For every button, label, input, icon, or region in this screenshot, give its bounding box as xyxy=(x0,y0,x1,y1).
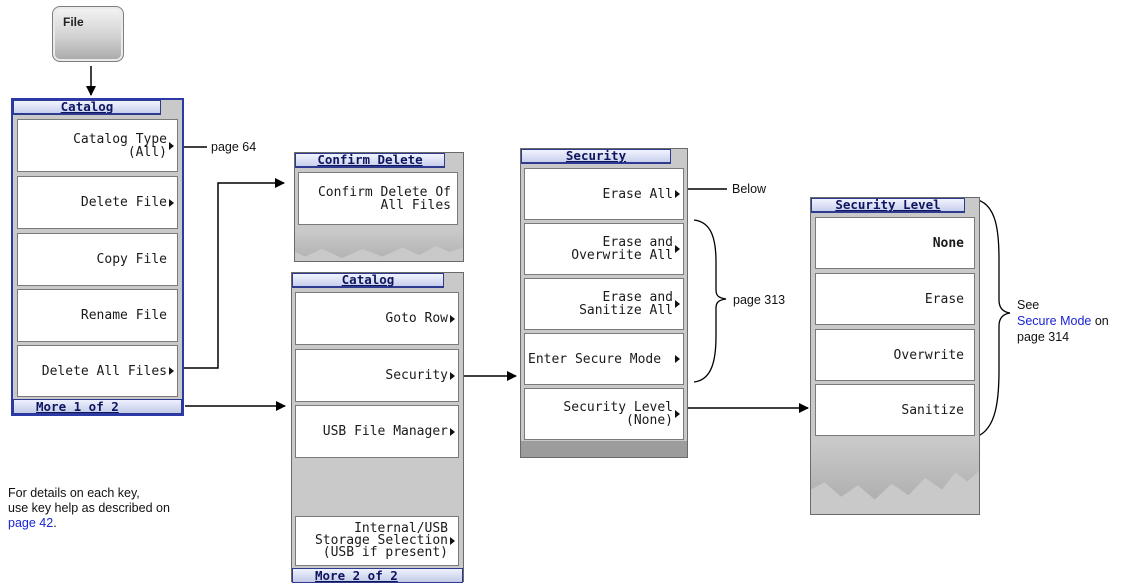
level-sanitize-softkey[interactable]: Sanitize xyxy=(815,384,975,436)
torn-edge-level xyxy=(811,442,979,500)
submenu-arrow-icon xyxy=(450,537,455,545)
submenu-arrow-icon xyxy=(675,300,680,308)
submenu-arrow-icon xyxy=(169,141,174,150)
delete-all-files-softkey[interactable]: Delete All Files xyxy=(17,345,178,397)
delete-file-label: Delete File xyxy=(80,195,167,210)
level-none-softkey[interactable]: None xyxy=(815,217,975,269)
enter-secure-mode-label: Enter Secure Mode xyxy=(528,351,662,367)
submenu-arrow-icon xyxy=(675,245,680,253)
erase-sanitize-all-label: Erase and Sanitize All xyxy=(579,290,673,318)
level-sanitize-label: Sanitize xyxy=(901,402,964,418)
submenu-arrow-icon xyxy=(675,190,680,198)
storage-selection-label: Internal/USB Storage Selection (USB if p… xyxy=(314,521,448,560)
footnote: For details on each key, use key help as… xyxy=(8,486,170,531)
security-level-menu: Security Level None Erase Overwrite Sani… xyxy=(810,197,980,515)
copy-file-label: Copy File xyxy=(96,252,167,267)
level-erase-label: Erase xyxy=(924,291,964,307)
footnote-line3: page 42. xyxy=(8,516,170,531)
delete-all-files-label: Delete All Files xyxy=(41,363,167,379)
catalog-type-softkey[interactable]: Catalog Type (All) xyxy=(17,119,178,172)
footnote-line2: use key help as described on xyxy=(8,501,170,515)
file-hardkey[interactable]: File xyxy=(52,6,124,62)
security-menu: Security Erase All Erase and Overwrite A… xyxy=(520,148,688,458)
delete-file-softkey[interactable]: Delete File xyxy=(17,176,178,229)
footnote-period: . xyxy=(53,516,57,530)
usb-file-manager-label: USB File Manager xyxy=(322,424,448,439)
torn-edge xyxy=(295,231,463,258)
secure-mode-link[interactable]: Secure Mode xyxy=(1017,314,1092,328)
level-none-label: None xyxy=(932,235,964,251)
submenu-arrow-icon xyxy=(675,410,680,418)
delete-all-to-confirm-arrow xyxy=(183,178,285,369)
erase-overwrite-all-softkey[interactable]: Erase and Overwrite All xyxy=(524,223,684,275)
page313-link[interactable]: page 313 xyxy=(733,293,786,307)
more-2-of-2-softkey[interactable]: More 2 of 2 xyxy=(292,568,463,583)
catalog-2-title: Catalog xyxy=(292,273,444,288)
security-level-softkey[interactable]: Security Level (None) xyxy=(524,388,684,440)
security-label: Security xyxy=(385,368,448,383)
rename-file-label: Rename File xyxy=(80,308,167,323)
secure-mode-ref: Secure Mode on xyxy=(1017,314,1109,328)
catalog-menu: Catalog Catalog Type (All) Delete File C… xyxy=(11,98,184,416)
catalog-type-label: Catalog Type (All) xyxy=(73,131,167,160)
on-text: on xyxy=(1091,314,1109,328)
submenu-arrow-icon xyxy=(675,355,680,363)
more-1-of-2-softkey[interactable]: More 1 of 2 xyxy=(13,399,182,414)
confirm-delete-menu: Confirm Delete Confirm Delete Of All Fil… xyxy=(294,152,464,262)
security-menu-title: Security xyxy=(521,149,671,164)
submenu-arrow-icon xyxy=(450,314,455,323)
page313-brace xyxy=(693,219,727,383)
submenu-arrow-icon xyxy=(450,371,455,380)
level-overwrite-label: Overwrite xyxy=(893,347,964,363)
confirm-delete-all-softkey[interactable]: Confirm Delete Of All Files xyxy=(298,172,458,225)
erase-all-label: Erase All xyxy=(602,186,673,202)
catalog-menu-title: Catalog xyxy=(13,100,161,115)
submenu-arrow-icon xyxy=(169,198,174,207)
file-key-label: File xyxy=(63,15,84,29)
copy-file-softkey[interactable]: Copy File xyxy=(17,233,178,286)
security-softkey[interactable]: Security xyxy=(295,349,459,402)
submenu-arrow-icon xyxy=(450,427,455,436)
usb-file-manager-softkey[interactable]: USB File Manager xyxy=(295,405,459,458)
erase-sanitize-all-softkey[interactable]: Erase and Sanitize All xyxy=(524,278,684,330)
confirm-delete-title: Confirm Delete xyxy=(295,153,445,168)
secure-mode-brace xyxy=(977,199,1011,437)
see-text: See xyxy=(1017,298,1040,312)
page42-link[interactable]: page 42 xyxy=(8,516,54,530)
rename-file-softkey[interactable]: Rename File xyxy=(17,289,178,342)
confirm-delete-label: Confirm Delete Of All Files xyxy=(317,184,451,213)
level-erase-softkey[interactable]: Erase xyxy=(815,273,975,325)
below-link[interactable]: Below xyxy=(732,182,767,196)
enter-secure-mode-softkey[interactable]: Enter Secure Mode xyxy=(524,333,684,385)
security-level-title: Security Level xyxy=(811,198,965,213)
submenu-arrow-icon xyxy=(169,367,174,375)
catalog-2-menu: Catalog Goto Row Security USB File Manag… xyxy=(291,272,464,583)
bottom-edge xyxy=(521,441,687,457)
footnote-line1: For details on each key, xyxy=(8,486,140,500)
goto-row-softkey[interactable]: Goto Row xyxy=(295,292,459,345)
page314-text: page 314 xyxy=(1017,330,1070,344)
storage-selection-softkey[interactable]: Internal/USB Storage Selection (USB if p… xyxy=(295,516,459,566)
security-level-label: Security Level (None) xyxy=(563,400,673,428)
page64-link[interactable]: page 64 xyxy=(211,140,257,154)
level-overwrite-softkey[interactable]: Overwrite xyxy=(815,329,975,381)
erase-overwrite-all-label: Erase and Overwrite All xyxy=(571,235,673,263)
goto-row-label: Goto Row xyxy=(385,311,448,326)
erase-all-softkey[interactable]: Erase All xyxy=(524,168,684,220)
